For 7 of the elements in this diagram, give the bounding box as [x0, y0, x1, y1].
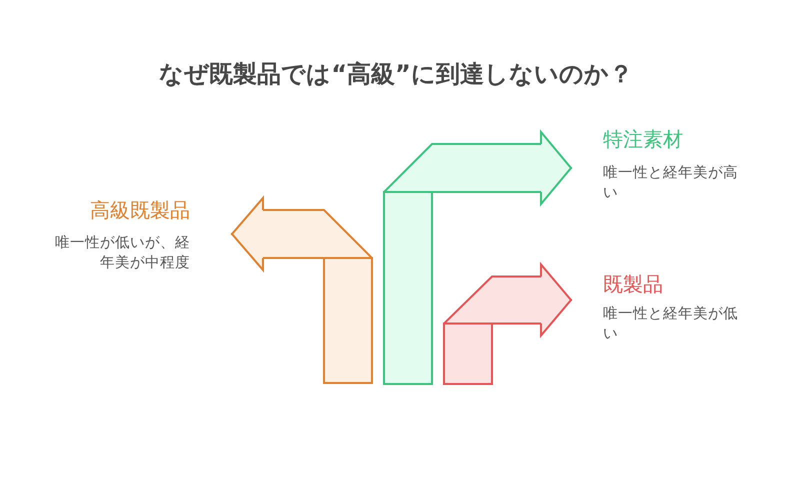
description-text: 唯一性と経年美が高い [603, 164, 739, 203]
title: なぜ既製品では“高級”に到達しないのか？ [158, 59, 634, 89]
category-heading: 特注素材 [603, 127, 683, 151]
description-text: 唯一性と経年美が低い [603, 304, 739, 344]
description-text: 唯一性が低いが、経年美が中程度 [54, 234, 190, 273]
category-heading: 高級既製品 [90, 198, 190, 222]
category-heading: 既製品 [603, 272, 663, 296]
